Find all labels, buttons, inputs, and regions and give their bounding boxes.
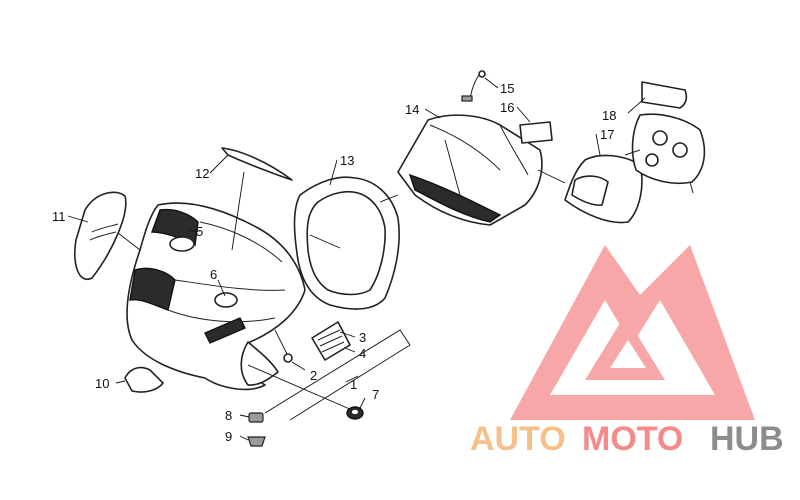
callout-3: 3: [359, 330, 366, 345]
part-18-throttle-body: [624, 81, 706, 194]
callout-6: 6: [210, 267, 217, 282]
callout-8: 8: [225, 408, 232, 423]
part-17-throttle-adapter: [564, 154, 643, 224]
part-8-clip: [248, 412, 264, 423]
watermark-word-auto: AUTO: [470, 420, 566, 458]
part-2-fastener: [274, 329, 293, 363]
callout-13: 13: [340, 153, 354, 168]
callout-labels: 1 2 3 4 5 6 7 8 9 10 11 12 13 14 15 16 1…: [52, 81, 616, 444]
callout-17: 17: [600, 127, 614, 142]
callout-18: 18: [602, 108, 616, 123]
part-11-side-deflector: [74, 191, 127, 281]
callout-10: 10: [95, 376, 109, 391]
callout-11: 11: [52, 209, 66, 224]
watermark-logo: [510, 245, 755, 420]
part-16-filter: [519, 121, 553, 144]
watermark-text: AUTO MOTO HUB: [470, 420, 784, 458]
callout-12: 12: [195, 166, 209, 181]
logo-triangle-hole: [610, 340, 646, 368]
part-3-vent-panel: [311, 321, 351, 361]
callout-1: 1: [350, 377, 357, 392]
part-15-breather-hose: [461, 70, 486, 102]
callout-2: 2: [310, 368, 317, 383]
part-12-seal-strip: [221, 147, 293, 181]
part-9-clip: [247, 436, 266, 447]
watermark-word-moto: MOTO: [582, 420, 683, 458]
callout-15: 15: [500, 81, 514, 96]
callout-5: 5: [196, 224, 203, 239]
callout-16: 16: [500, 100, 514, 115]
part-10-lower-plate: [124, 366, 164, 393]
callout-9: 9: [225, 429, 232, 444]
callout-4: 4: [359, 346, 366, 361]
leader-lines: [67, 77, 646, 441]
part-13-foam-frame: [293, 176, 400, 310]
watermark-word-hub: HUB: [710, 420, 784, 458]
part-14-airbox: [397, 114, 543, 226]
callout-7: 7: [372, 387, 379, 402]
callout-14: 14: [405, 102, 419, 117]
part-1-hood: [126, 202, 306, 391]
